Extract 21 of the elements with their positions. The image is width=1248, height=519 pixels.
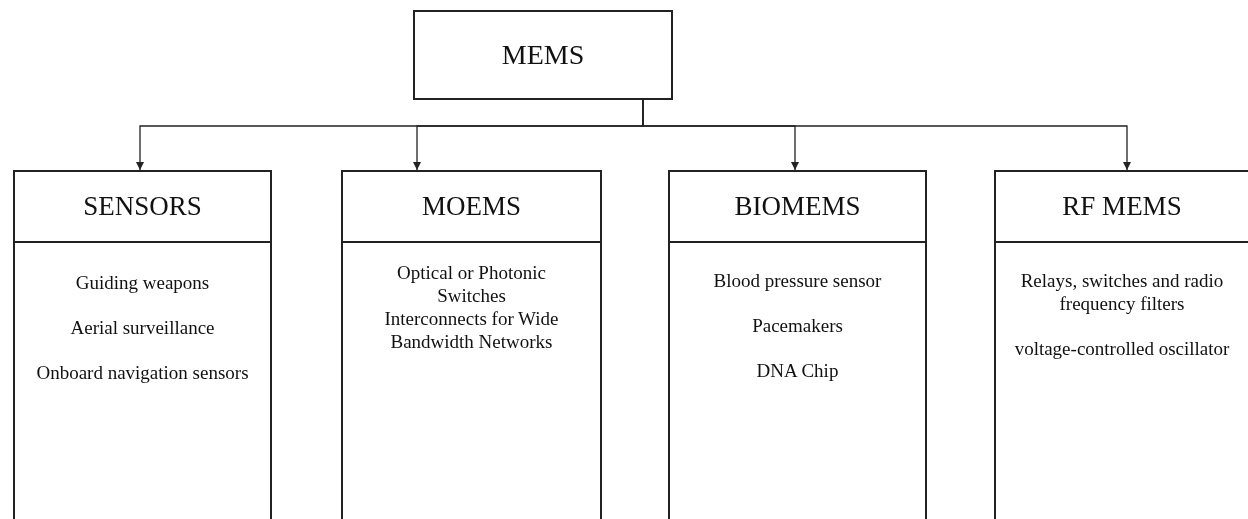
category-box: [341, 170, 602, 519]
category-box: [994, 170, 1248, 519]
application-text: Guiding weapons: [75, 271, 210, 294]
category-heading: MOEMS: [422, 191, 521, 222]
category-box: [13, 170, 272, 519]
category-box: [668, 170, 927, 519]
application-text: Interconnects for Wide Bandwidth Networks: [383, 307, 560, 353]
application-text: Optical or Photonic Switches: [396, 261, 547, 307]
connector-arrow: [642, 99, 1131, 171]
application-text: Onboard navigation sensors: [36, 361, 249, 384]
application-text: Aerial surveillance: [70, 316, 215, 339]
category-heading: SENSORS: [83, 191, 202, 222]
application-text: Relays, switches and radio frequency filters: [1019, 269, 1225, 315]
root-title: MEMS: [501, 39, 585, 71]
application-text: Blood pressure sensor: [713, 269, 882, 292]
category-heading: RF MEMS: [1062, 191, 1182, 222]
application-text: Pacemakers: [752, 314, 843, 337]
application-text: voltage-controlled oscillator: [1014, 337, 1230, 360]
application-text: DNA Chip: [756, 359, 839, 382]
root-box: [413, 10, 673, 100]
category-heading: BIOMEMS: [734, 191, 861, 222]
